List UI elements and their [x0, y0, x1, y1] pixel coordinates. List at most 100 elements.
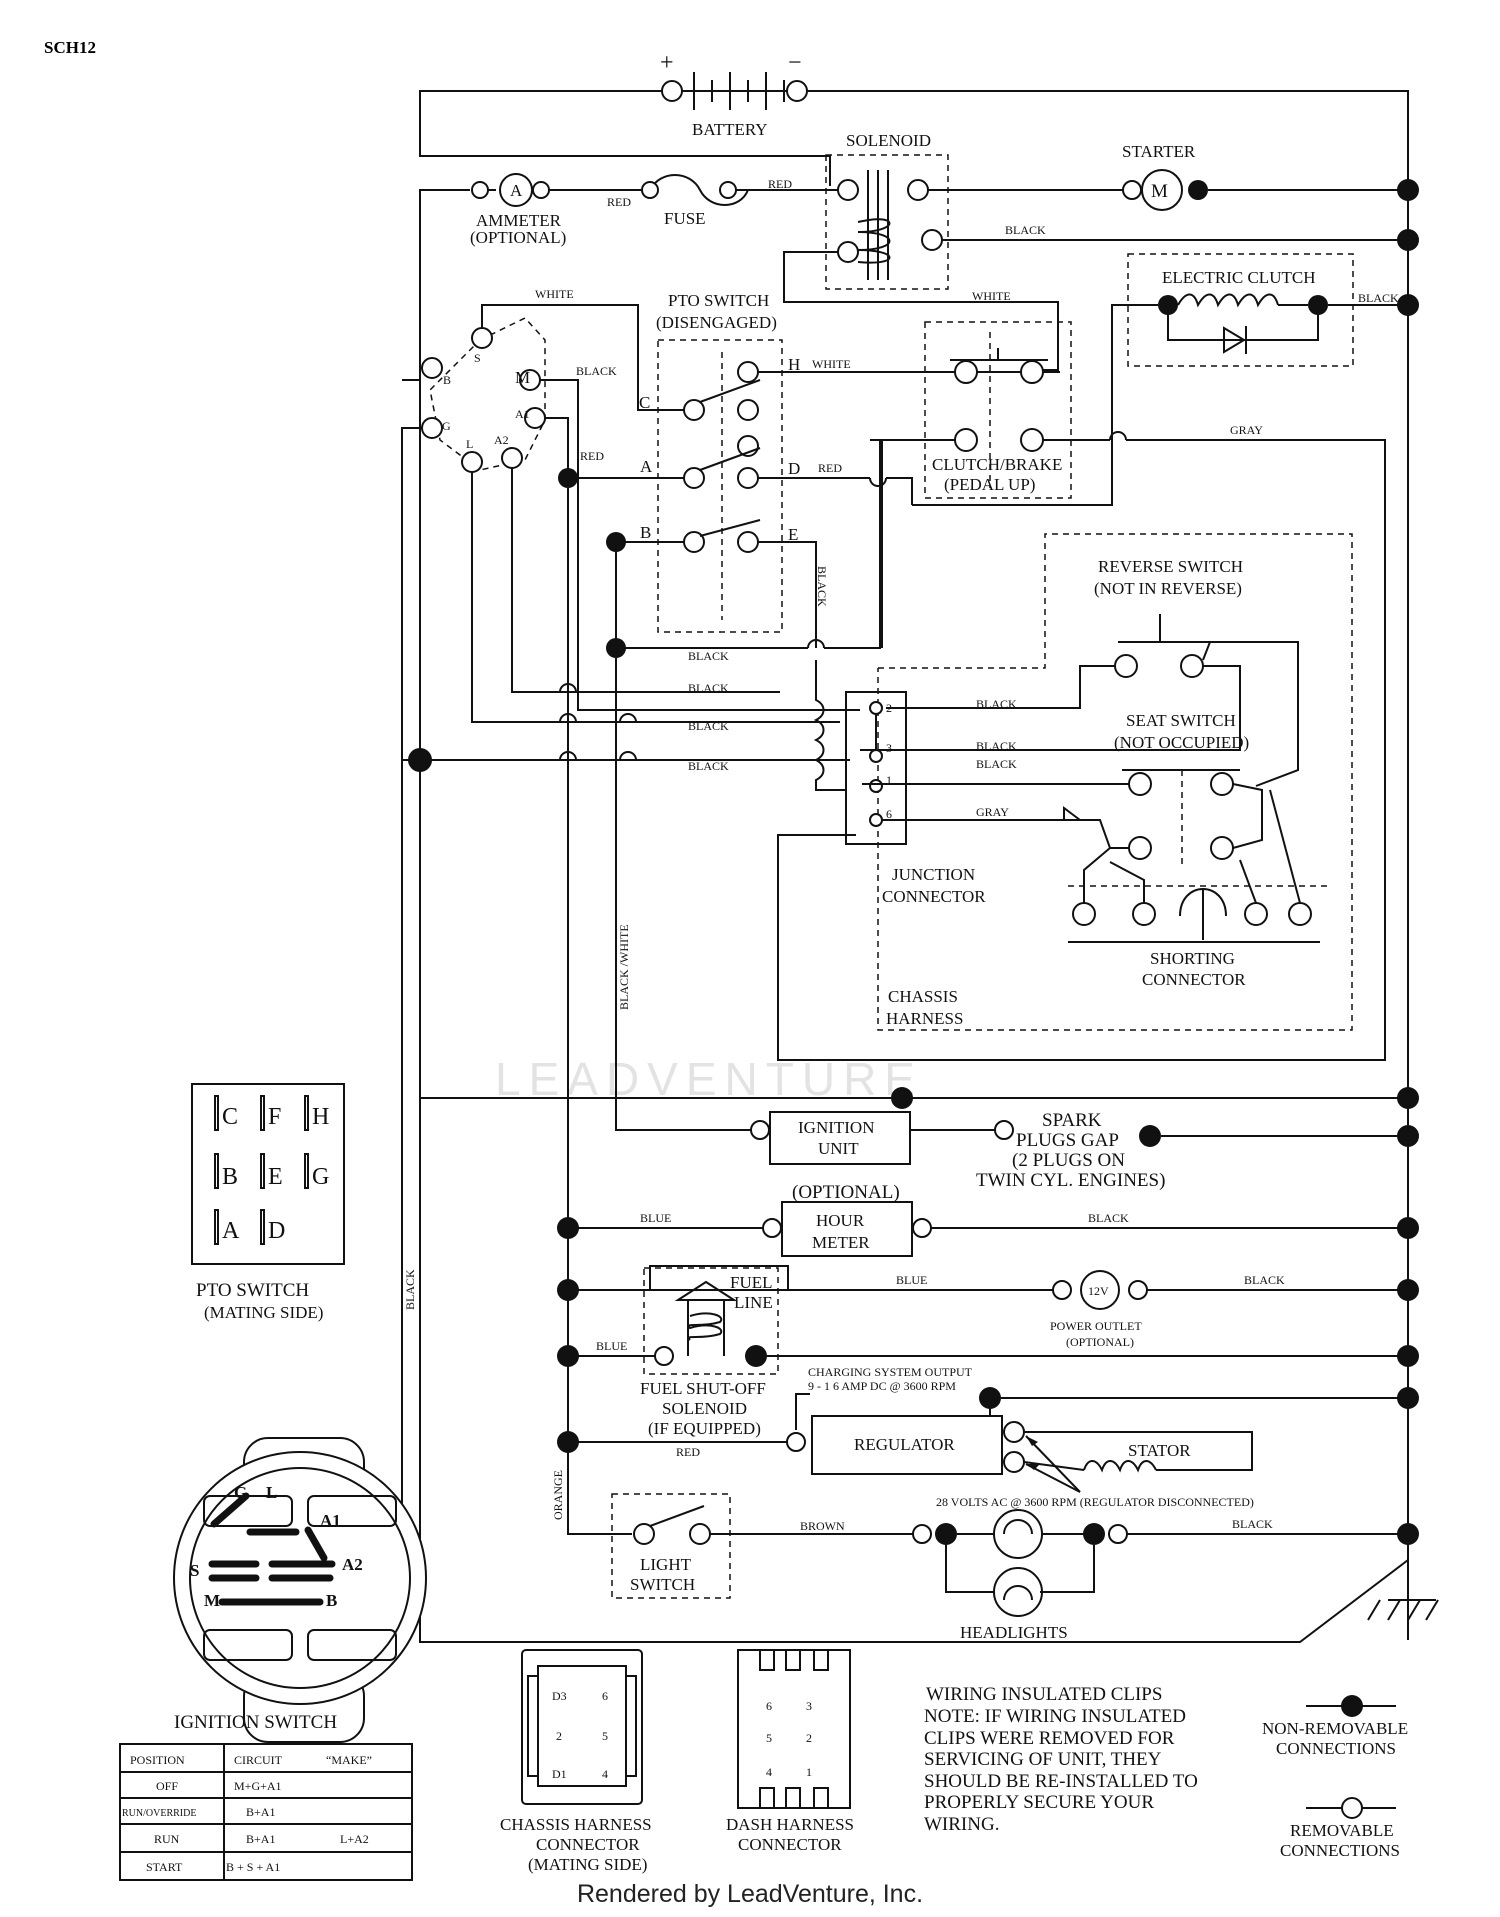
wire-red-pto-a: RED [580, 449, 604, 463]
hour-meter-label: HOUR [816, 1211, 865, 1230]
wire-red-pto-d: RED [818, 461, 842, 475]
pto-term-c: C [639, 393, 650, 412]
pto-switch-state: (DISENGAGED) [656, 313, 777, 332]
chassis-pin-5: 5 [602, 1729, 608, 1743]
wire-black-solenoid: BLACK [1005, 223, 1046, 237]
pto-term-d: D [788, 459, 800, 478]
hour-meter: BLUE (OPTIONAL) HOUR METER BLACK [557, 488, 1419, 1460]
table-row-1-position: RUN/OVERRIDE [122, 1808, 196, 1819]
pto-mating-a: A [222, 1218, 240, 1244]
dash-pin-5: 5 [766, 1731, 772, 1745]
shorting-connector-label-2: CONNECTOR [1142, 970, 1246, 989]
ignition-unit-label-2: UNIT [818, 1139, 859, 1158]
wire-black-j2: BLACK [688, 719, 729, 733]
pto-switch-label: PTO SWITCH [668, 291, 769, 310]
pto-term-h: H [788, 355, 800, 374]
chassis-harness-label: CHASSIS [888, 987, 958, 1006]
junction-label: JUNCTION [892, 865, 975, 884]
ignition-switch-title: IGNITION SWITCH [174, 1712, 337, 1733]
pto-mating-c: C [222, 1104, 238, 1130]
dash-pin-1: 1 [806, 1765, 812, 1779]
light-circuit: ORANGE LIGHT SWITCH BROWN BLACK HEADLIGH… [551, 1460, 1419, 1642]
legend-removable: REMOVABLE [1290, 1821, 1394, 1840]
wire-gray-junction: GRAY [976, 805, 1009, 819]
chassis-connector-label: CHASSIS HARNESS [500, 1815, 652, 1834]
pto-mating-e: E [268, 1164, 283, 1190]
table-row-0-position: OFF [156, 1779, 178, 1793]
dash-pin-4: 4 [766, 1765, 772, 1779]
headlights-label: HEADLIGHTS [960, 1623, 1068, 1642]
ign-face-m: M [204, 1591, 220, 1610]
wire-white-pto-h: WHITE [812, 357, 851, 371]
note-title: WIRING INSULATED CLIPS [926, 1684, 1162, 1705]
chassis-connector-label-3: (MATING SIDE) [528, 1855, 647, 1874]
wire-red-fuse: RED [768, 177, 792, 191]
dash-pin-6: 6 [766, 1699, 772, 1713]
fuel-solenoid-label: FUEL SHUT-OFF [640, 1379, 766, 1398]
ign-face-a1: A1 [320, 1511, 341, 1530]
ign-face-s: S [190, 1561, 199, 1580]
power-outlet-label: POWER OUTLET [1050, 1319, 1142, 1333]
pto-mating-subtitle: (MATING SIDE) [204, 1303, 323, 1322]
charging-spec: 9 - 1 6 AMP DC @ 3600 RPM [808, 1379, 956, 1393]
hour-meter-label-2: METER [812, 1233, 870, 1252]
clutch-brake-label: CLUTCH/BRAKE [932, 455, 1062, 474]
wire-black-seat-3: BLACK [976, 739, 1017, 753]
battery: + − BATTERY [660, 50, 808, 139]
wire-black-j1: BLACK [688, 681, 729, 695]
table-row-2-make: L+A2 [340, 1832, 369, 1846]
seat-switch-state: (NOT OCCUPIED) [1114, 733, 1249, 752]
dash-pin-3: 3 [806, 1699, 812, 1713]
fuel-solenoid: FUEL LINE BLUE FUEL SHUT-OFF SOLENOID (I… [557, 1267, 1419, 1438]
starter-symbol: M [1151, 181, 1168, 202]
wire-black-rev: BLACK [976, 697, 1017, 711]
wire-black-seat-1: BLACK [976, 757, 1017, 771]
power-outlet-symbol: 12V [1088, 1284, 1109, 1298]
electric-clutch-label: ELECTRIC CLUTCH [1162, 268, 1315, 287]
pto-mating-h: H [312, 1104, 329, 1130]
footer-credit: Rendered by LeadVenture, Inc. [576, 1880, 924, 1908]
spark-label: SPARK [1042, 1110, 1102, 1131]
charging-label: CHARGING SYSTEM OUTPUT [808, 1365, 973, 1379]
pto-mating-g: G [312, 1164, 329, 1190]
table-header-circuit: CIRCUIT [234, 1753, 283, 1767]
wire-brown: BROWN [800, 1519, 845, 1533]
spark-label-4: TWIN CYL. ENGINES) [976, 1170, 1165, 1191]
solenoid-label: SOLENOID [846, 131, 931, 150]
light-switch-label: LIGHT [640, 1555, 692, 1574]
chassis-connector-label-2: CONNECTOR [536, 1835, 640, 1854]
pto-mating-d: D [268, 1218, 285, 1244]
fuel-solenoid-label-2: SOLENOID [662, 1399, 747, 1418]
battery-label: BATTERY [692, 120, 768, 139]
ignition-switch-face: G L A1 S A2 M B IGNITION SWITCH [173, 1437, 427, 1743]
ignition-table: POSITION CIRCUIT “MAKE” OFF M+G+A1 RUN/O… [119, 1743, 413, 1881]
safety-switches: REVERSE SWITCH (NOT IN REVERSE) BLACK SE… [402, 533, 1353, 1031]
dash-pin-2: 2 [806, 1731, 812, 1745]
ignition-unit: IGNITION UNIT SPARK PLUGS GAP (2 PLUGS O… [420, 1087, 1419, 1191]
note-line-2: SERVICING OF UNIT, THEY [924, 1749, 1162, 1770]
chassis-harness-label-2: HARNESS [886, 1009, 963, 1028]
legend-nonremovable-2: CONNECTIONS [1276, 1739, 1396, 1758]
frame-wires [419, 90, 1439, 1643]
rail-nodes: BLACK [403, 179, 1419, 1310]
dash-connector: 6 3 5 2 4 1 DASH HARNESS CONNECTOR [726, 1649, 854, 1854]
stator-volts: 28 VOLTS AC @ 3600 RPM (REGULATOR DISCON… [936, 1495, 1254, 1509]
chassis-pin-d1: D1 [552, 1767, 567, 1781]
legend: NON-REMOVABLE CONNECTIONS REMOVABLE CONN… [1262, 1695, 1408, 1860]
wire-black-outlet: BLACK [1244, 1273, 1285, 1287]
chassis-pin-2: 2 [556, 1729, 562, 1743]
pto-term-b: B [640, 523, 651, 542]
note-line-1: CLIPS WERE REMOVED FOR [924, 1728, 1175, 1749]
ign-term-b: B [443, 373, 451, 387]
ammeter-optional: (OPTIONAL) [470, 228, 566, 247]
watermark: LEADVENTURE [495, 1053, 923, 1105]
dash-connector-label-2: CONNECTOR [738, 1835, 842, 1854]
ign-face-b: B [326, 1591, 337, 1610]
junction-pin-1: 1 [886, 773, 892, 787]
ign-term-a2: A2 [494, 433, 509, 447]
battery-plus: + [660, 50, 674, 76]
hour-meter-optional: (OPTIONAL) [792, 1182, 900, 1203]
ignition-unit-label: IGNITION [798, 1118, 874, 1137]
junction-label-2: CONNECTOR [882, 887, 986, 906]
